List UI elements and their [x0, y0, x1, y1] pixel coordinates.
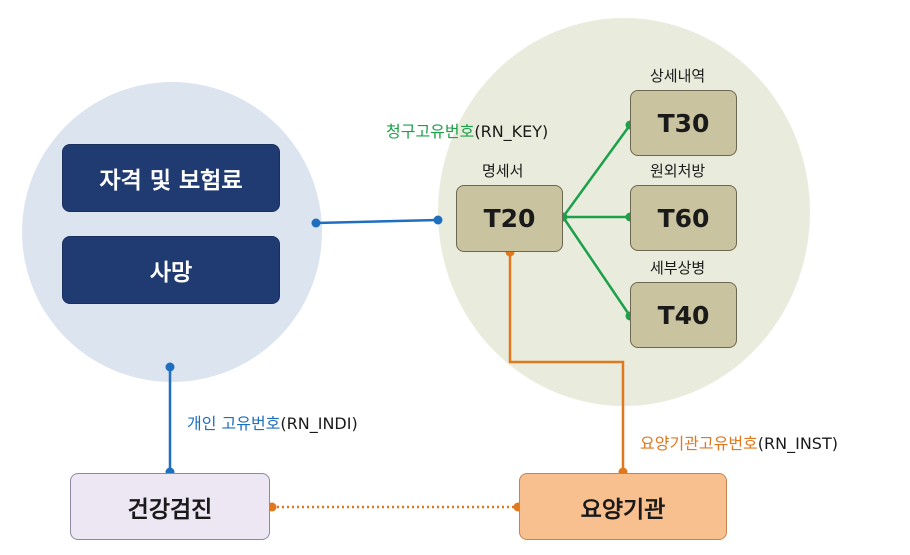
t40-caption: 세부상병 [650, 259, 706, 277]
health-checkup-box: 건강검진 [70, 473, 270, 540]
institution-key-code: (RN_INST) [757, 434, 838, 453]
t60-box: T60 [630, 185, 737, 251]
t30-caption: 상세내역 [650, 67, 706, 85]
death-label: 사망 [149, 260, 193, 286]
link-t20-to-t30 [561, 124, 632, 218]
qualification-premium-label: 자격 및 보험료 [99, 168, 243, 194]
claim-key-korean: 청구고유번호 [386, 122, 475, 141]
t40-box: T40 [630, 282, 737, 348]
death-box: 사망 [62, 236, 280, 304]
t30-label: T30 [657, 108, 710, 138]
link-t20-to-t40 [561, 216, 632, 317]
individual-key-korean: 개인 고유번호 [187, 414, 281, 433]
care-institution-label: 요양기관 [580, 496, 666, 523]
individual-key-code: (RN_INDI) [280, 414, 358, 433]
link-endpoint [311, 218, 321, 228]
link-t20-to-institution [508, 252, 625, 472]
t40-label: T40 [657, 300, 710, 330]
claim-key-code: (RN_KEY) [474, 122, 549, 141]
t30-box: T30 [630, 90, 737, 156]
t60-label: T60 [657, 203, 710, 233]
t20-caption: 명세서 [482, 162, 524, 180]
claim-key-edge-label: 청구고유번호(RN_KEY) [386, 118, 548, 142]
t60-caption: 원외처방 [650, 162, 706, 180]
t20-label: T20 [483, 204, 536, 233]
t20-box: T20 [456, 185, 563, 252]
link-member-to-claims [315, 218, 439, 225]
individual-key-edge-label: 개인 고유번호(RN_INDI) [187, 410, 358, 434]
health-checkup-label: 건강검진 [127, 496, 213, 523]
institution-key-edge-label: 요양기관고유번호(RN_INST) [640, 430, 838, 454]
care-institution-box: 요양기관 [519, 473, 727, 540]
link-endpoint [165, 362, 175, 372]
member-data-group [22, 82, 322, 382]
institution-key-korean: 요양기관고유번호 [640, 434, 758, 453]
link-endpoint [433, 215, 443, 225]
qualification-premium-box: 자격 및 보험료 [62, 144, 280, 212]
